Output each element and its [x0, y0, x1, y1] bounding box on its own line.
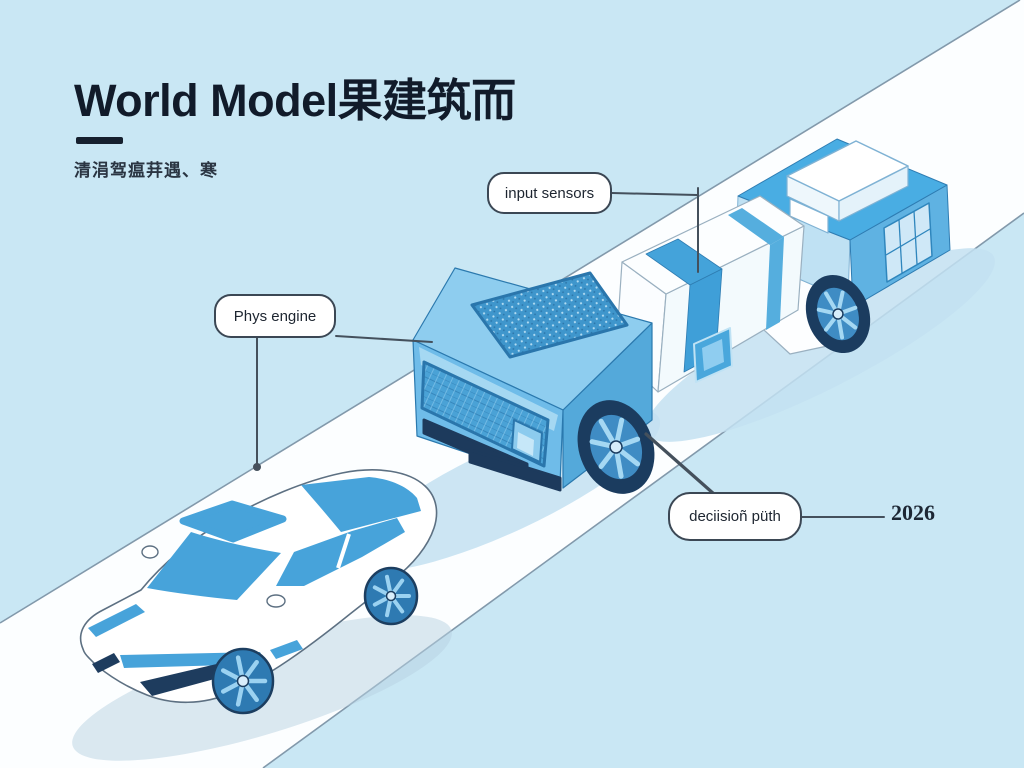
- sedan-mirror-right: [266, 594, 286, 608]
- truck-bumper-bar-lower: [468, 448, 562, 492]
- truck-sensor-panel: [470, 271, 629, 359]
- sedan-mirror-left: [141, 545, 159, 559]
- trailer-strap-narrow: [728, 208, 784, 330]
- truck-wheel: [577, 400, 655, 494]
- page-title: World Model果建筑而: [74, 75, 516, 126]
- sedan-rear-glass: [301, 477, 421, 532]
- rear-truck-sensor-box: [786, 140, 909, 234]
- connector-decision-diagonal: [644, 432, 716, 496]
- truck-headlight: [511, 419, 543, 463]
- sedan-headlight: [88, 604, 145, 637]
- rear-truck-wheel: [805, 274, 871, 354]
- callout-phys-engine: Phys engine: [214, 294, 336, 338]
- sedan-sunroof: [179, 500, 287, 543]
- connector-phys-horizontal: [335, 335, 433, 343]
- callout-input-sensors-label: input sensors: [504, 184, 595, 202]
- sedan-intake-left: [92, 653, 120, 673]
- title-divider: [76, 137, 123, 144]
- callout-decision-path-label: deciisioñ püth: [689, 508, 781, 525]
- sedan-side-glass: [276, 518, 405, 586]
- connectors: [253, 187, 885, 518]
- white-sedan: [79, 469, 438, 715]
- connector-input-sensors: [611, 187, 699, 273]
- callout-input-sensors: input sensors: [487, 172, 612, 214]
- year-annotation: 2026: [891, 500, 935, 525]
- callout-phys-engine-label: Phys engine: [233, 307, 317, 325]
- sedan-windshield: [147, 532, 281, 600]
- connector-phys-dot: [253, 463, 261, 471]
- sedan-side-vent: [270, 640, 303, 659]
- callout-decision-path: deciisioñ püth: [668, 492, 802, 541]
- sedan-front-wheel: [211, 647, 275, 715]
- trailer-panel: [693, 327, 733, 383]
- sedan-rear-wheel: [363, 566, 419, 626]
- page-subtitle: 清涓驾瘟荓遇、寒: [74, 161, 218, 180]
- autonomous-truck: [412, 267, 655, 494]
- rear-truck-window: [883, 202, 933, 283]
